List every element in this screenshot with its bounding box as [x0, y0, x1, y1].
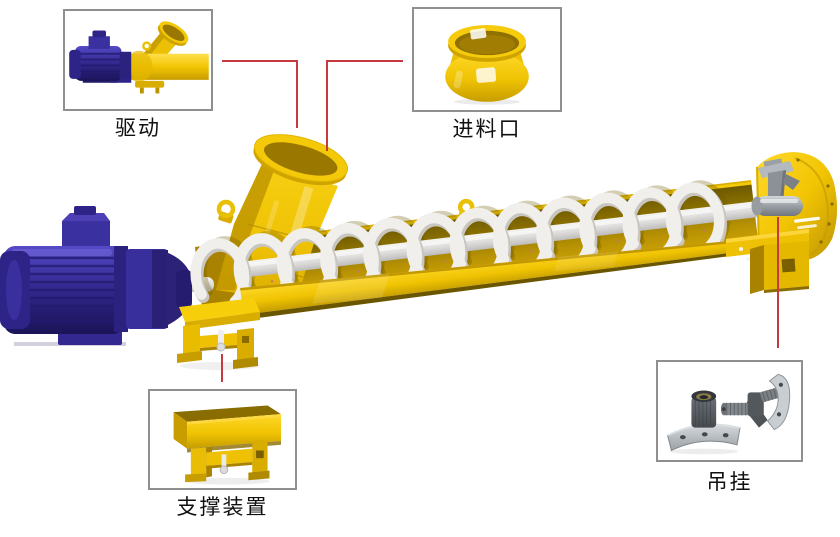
callout-label-feed-inlet: 进料口	[452, 117, 522, 141]
chute-lug	[216, 199, 236, 224]
callout-label-hanger: 吊挂	[706, 470, 753, 494]
callout-box-feed-inlet	[412, 7, 562, 112]
connector-line-feed-inlet-horizontal	[326, 60, 403, 62]
callout-box-hanger	[656, 360, 803, 462]
connector-line-support-vertical	[221, 354, 223, 382]
hanger-bearing	[751, 158, 803, 216]
support-stand	[177, 298, 260, 370]
chute-flange	[253, 134, 348, 186]
callout-label-drive: 驱动	[115, 116, 161, 140]
callout-box-drive	[63, 9, 213, 111]
connector-line-drive-horizontal	[222, 60, 298, 62]
end-housing	[726, 152, 838, 294]
callout-box-support	[148, 389, 297, 490]
connector-line-drive-vertical	[296, 60, 298, 128]
trough-front	[240, 238, 760, 320]
hanger-parts-thumbnail	[667, 373, 791, 455]
feed-funnel-thumbnail	[445, 24, 529, 105]
connector-line-hanger-vertical	[777, 217, 779, 348]
support-stand-thumbnail	[173, 405, 281, 485]
drive-motor	[0, 206, 214, 346]
callout-label-support: 支撑装置	[176, 495, 269, 519]
drive-unit-thumbnail	[69, 21, 209, 94]
connector-line-feed-inlet-vertical	[326, 60, 328, 151]
